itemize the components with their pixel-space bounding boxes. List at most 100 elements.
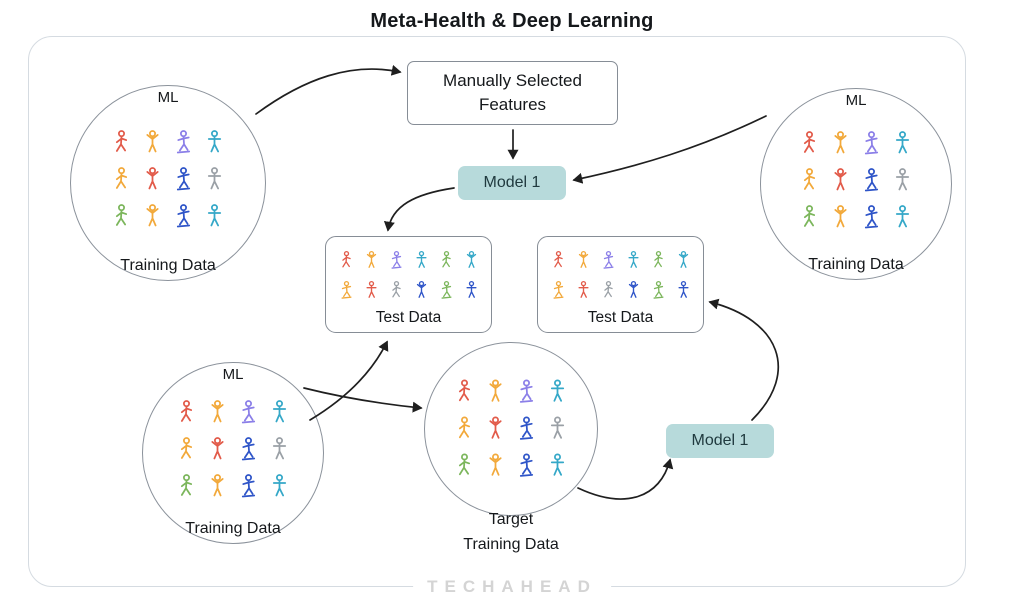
ml-label: ML bbox=[845, 92, 867, 109]
activity-figure-icon bbox=[272, 437, 287, 460]
activity-pictogram-grid bbox=[794, 125, 918, 236]
activity-figure-icon bbox=[550, 416, 565, 439]
activity-figure-icon bbox=[895, 168, 910, 191]
activity-figure-icon bbox=[441, 250, 451, 268]
activity-figure-icon bbox=[207, 130, 222, 153]
diagram-title: Meta-Health & Deep Learning bbox=[370, 10, 654, 32]
activity-figure-icon bbox=[864, 168, 879, 192]
activity-pictogram-grid bbox=[546, 245, 696, 305]
training-data-label: Training Data bbox=[808, 256, 904, 273]
activity-figure-icon bbox=[146, 130, 159, 153]
activity-figure-icon bbox=[211, 474, 224, 497]
activity-figure-icon bbox=[440, 280, 452, 299]
test-data-label: Test Data bbox=[587, 309, 654, 326]
activity-figure-icon bbox=[627, 250, 639, 268]
test-data-box-right: Test Data bbox=[537, 236, 704, 333]
activity-figure-icon bbox=[864, 131, 879, 155]
training-data-label: Training Data bbox=[120, 257, 216, 274]
activity-figure-icon bbox=[180, 437, 193, 459]
activity-pictogram-grid bbox=[171, 394, 295, 505]
activity-figure-icon bbox=[180, 400, 193, 422]
activity-figure-icon bbox=[465, 280, 477, 298]
activity-figure-icon bbox=[365, 280, 377, 298]
model1-box-top: Model 1 bbox=[458, 166, 566, 200]
activity-figure-icon bbox=[519, 453, 534, 477]
activity-figure-icon bbox=[552, 280, 564, 299]
activity-figure-icon bbox=[553, 250, 563, 268]
activity-figure-icon bbox=[577, 280, 589, 298]
activity-figure-icon bbox=[146, 167, 159, 190]
target-training-data-cluster bbox=[424, 342, 598, 516]
activity-figure-icon bbox=[550, 379, 565, 402]
activity-figure-icon bbox=[519, 416, 534, 440]
activity-figure-icon bbox=[652, 280, 664, 299]
activity-figure-icon bbox=[578, 250, 588, 268]
activity-figure-icon bbox=[603, 280, 613, 298]
training-data-cluster-top-left: ML Training Data bbox=[70, 85, 266, 281]
activity-figure-icon bbox=[519, 379, 534, 403]
activity-figure-icon bbox=[272, 400, 287, 423]
training-data-cluster-bottom-left: ML Training Data bbox=[142, 362, 324, 544]
activity-figure-icon bbox=[489, 379, 502, 402]
activity-figure-icon bbox=[341, 250, 351, 268]
target-label-line2: Training Data bbox=[463, 535, 559, 553]
activity-figure-icon bbox=[390, 250, 402, 269]
ml-label: ML bbox=[222, 366, 244, 383]
activity-figure-icon bbox=[241, 474, 256, 498]
activity-pictogram-grid bbox=[334, 245, 484, 305]
activity-figure-icon bbox=[146, 204, 159, 227]
test-data-box-left: Test Data bbox=[325, 236, 492, 333]
activity-figure-icon bbox=[241, 437, 256, 461]
activity-figure-icon bbox=[115, 204, 128, 226]
activity-figure-icon bbox=[864, 205, 879, 229]
model1-label: Model 1 bbox=[483, 174, 541, 191]
test-data-label: Test Data bbox=[375, 309, 442, 326]
activity-figure-icon bbox=[415, 250, 427, 268]
activity-figure-icon bbox=[241, 400, 256, 424]
model1-box-right: Model 1 bbox=[666, 424, 774, 458]
model1-label: Model 1 bbox=[691, 432, 749, 449]
activity-figure-icon bbox=[803, 168, 816, 190]
activity-figure-icon bbox=[653, 250, 663, 268]
activity-figure-icon bbox=[550, 453, 565, 476]
activity-figure-icon bbox=[895, 205, 910, 228]
manually-selected-features-box: Manually Selected Features bbox=[407, 61, 618, 125]
activity-figure-icon bbox=[115, 130, 128, 152]
activity-figure-icon bbox=[211, 437, 224, 460]
activity-figure-icon bbox=[489, 453, 502, 476]
techahead-watermark: TECHAHEAD bbox=[413, 577, 611, 597]
activity-figure-icon bbox=[458, 416, 471, 439]
activity-figure-icon bbox=[207, 167, 222, 190]
activity-figure-icon bbox=[458, 379, 471, 402]
activity-figure-icon bbox=[176, 167, 191, 191]
activity-figure-icon bbox=[834, 205, 847, 228]
activity-figure-icon bbox=[803, 205, 816, 227]
activity-figure-icon bbox=[340, 280, 352, 299]
target-label-line1: Target bbox=[488, 511, 534, 528]
target-training-data-label: Target Training Data bbox=[424, 508, 598, 558]
features-label-line2: Features bbox=[478, 95, 547, 114]
activity-figure-icon bbox=[677, 280, 689, 298]
activity-figure-icon bbox=[391, 280, 401, 298]
activity-figure-icon bbox=[895, 131, 910, 154]
activity-figure-icon bbox=[366, 250, 376, 268]
activity-figure-icon bbox=[803, 131, 816, 153]
activity-figure-icon bbox=[211, 400, 224, 423]
activity-figure-icon bbox=[466, 250, 476, 268]
activity-figure-icon bbox=[602, 250, 614, 269]
activity-pictogram-grid bbox=[449, 374, 573, 485]
activity-figure-icon bbox=[628, 280, 638, 298]
training-data-cluster-top-right: ML Training Data bbox=[760, 88, 952, 280]
activity-pictogram-grid bbox=[106, 124, 230, 235]
features-label-line1: Manually Selected bbox=[443, 70, 582, 90]
ml-label: ML bbox=[157, 89, 179, 106]
activity-figure-icon bbox=[180, 474, 193, 496]
training-data-label: Training Data bbox=[185, 520, 281, 537]
activity-figure-icon bbox=[115, 167, 128, 189]
activity-figure-icon bbox=[207, 204, 222, 227]
activity-figure-icon bbox=[834, 168, 847, 191]
activity-figure-icon bbox=[416, 280, 426, 298]
activity-figure-icon bbox=[834, 131, 847, 154]
activity-figure-icon bbox=[272, 474, 287, 497]
